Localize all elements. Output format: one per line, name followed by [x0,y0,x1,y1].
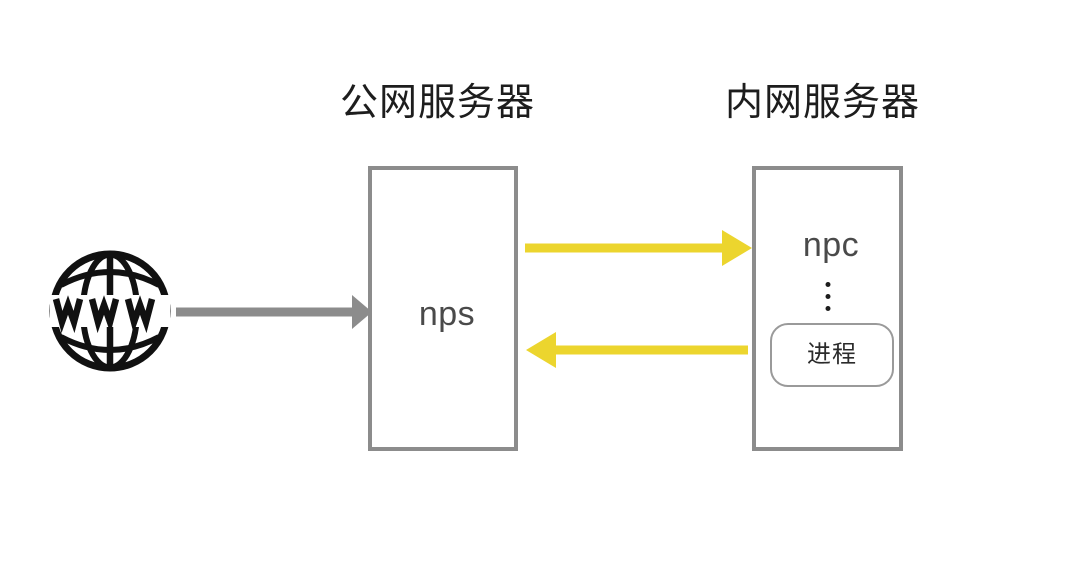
vertical-ellipsis-icon [825,282,830,311]
nps-server-box: nps [368,166,518,451]
arrow-nps-to-npc [525,230,752,266]
public-server-title: 公网服务器 [340,82,536,124]
process-label: 进程 [807,341,857,368]
private-server-title: 内网服务器 [725,82,921,124]
arrow-npc-to-nps [526,332,748,368]
arrow-internet-to-nps [176,295,372,329]
globe-www-icon [48,249,172,373]
npc-label: npc [802,226,860,264]
npc-server-box: npc 进程 [752,166,903,451]
process-node: 进程 [770,323,894,387]
nps-label: nps [418,295,476,333]
